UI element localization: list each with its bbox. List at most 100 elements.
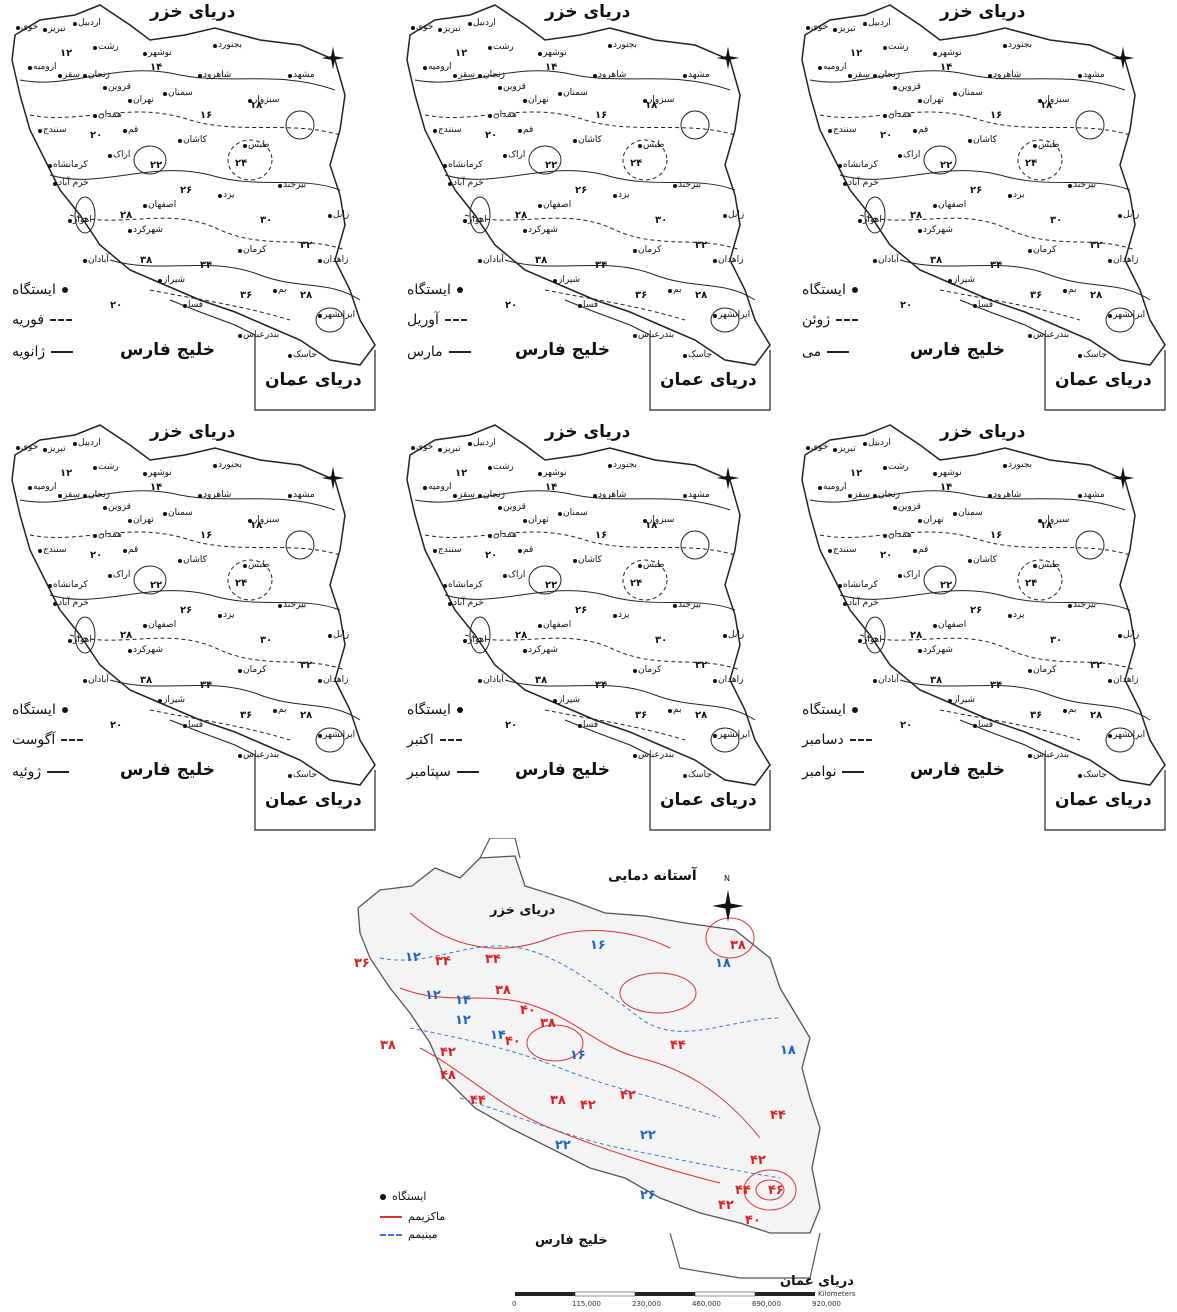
city-label: مشهد <box>1083 490 1105 500</box>
city-label: خرم آباد <box>453 598 484 608</box>
legend-text: اکتبر <box>407 732 434 748</box>
isoline-label: ۱۴ <box>150 62 163 73</box>
isoline-label: ۳۴ <box>595 680 608 691</box>
city-label: بیرجند <box>1073 180 1097 190</box>
oman-label: دریای عمان <box>265 790 362 810</box>
city-label: سمنان <box>563 508 588 518</box>
city-label: بجنورد <box>1008 460 1033 470</box>
isoline-label: ۳۴ <box>200 260 213 271</box>
min-isoline-label: ۱۲ <box>425 988 441 1003</box>
city-label: قم <box>523 545 534 555</box>
isoline-label: ۲۲ <box>940 160 953 171</box>
isoline-label: ۲۰ <box>880 550 893 561</box>
city-label: زابل <box>333 210 350 220</box>
summary-title: آستانه دمایی <box>608 868 697 884</box>
city-label: یزد <box>223 190 235 200</box>
summary-legend-min: مینیمم <box>380 1228 438 1241</box>
solid-line-icon <box>51 351 74 353</box>
isoline-label: ۳۴ <box>200 680 213 691</box>
city-label: کاشان <box>973 135 997 145</box>
city-label: اراک <box>903 570 921 580</box>
caspian-label: دریای خزر <box>940 422 1026 442</box>
city-label: طبس <box>1038 560 1060 570</box>
dashed-line-icon <box>439 739 462 741</box>
isoline-label: ۲۲ <box>150 160 163 171</box>
legend-dashed: اکتبر <box>407 732 462 748</box>
city-label: رشت <box>493 462 514 472</box>
north-arrow-icon <box>716 46 740 70</box>
city-label: قزوین <box>503 82 526 92</box>
city-label: زنجان <box>483 70 506 80</box>
city-label: سبزوار <box>648 515 675 525</box>
isoline-label: ۲۴ <box>630 578 643 589</box>
summary-gulf-label: خلیج فارس <box>535 1233 608 1248</box>
north-arrow-icon <box>712 890 744 922</box>
city-label: بجنورد <box>218 40 243 50</box>
city-label: سقز <box>458 70 476 80</box>
city-label: اراک <box>903 150 921 160</box>
city-label: خرم آباد <box>453 178 484 188</box>
isoline-label: ۲۰ <box>90 130 103 141</box>
city-label: مشهد <box>688 490 710 500</box>
max-isoline-label: ۴۴ <box>670 1038 686 1053</box>
city-label: سقز <box>63 490 81 500</box>
city-label: زابل <box>728 210 745 220</box>
city-label: کرمانشاه <box>448 580 483 590</box>
isoline-label: ۲۸ <box>1090 710 1103 721</box>
isoline-label: ۳۲ <box>300 660 313 671</box>
city-label: بم <box>278 705 287 715</box>
city-label: تهران <box>133 515 154 525</box>
isoline-label: ۱۶ <box>200 530 213 541</box>
isoline-label: ۱۶ <box>990 110 1003 121</box>
isoline-label: ۳۲ <box>695 660 708 671</box>
city-label: شاهرود <box>203 490 232 500</box>
isoline-label: ۱۲ <box>455 48 468 59</box>
isoline-label: ۳۶ <box>1030 290 1043 301</box>
city-label: زنجان <box>878 490 901 500</box>
max-isoline-label: ۳۸ <box>730 938 746 953</box>
legend-text: آوریل <box>407 312 439 328</box>
legend-text: می <box>802 344 822 360</box>
city-label: اصفهان <box>148 620 177 630</box>
isoline-label: ۲۰ <box>900 300 913 311</box>
isoline-label: ۲۸ <box>300 710 313 721</box>
scale-tick-label: 230,000 <box>632 1300 661 1308</box>
legend-station: ایستگاه <box>12 282 68 298</box>
scale-tick-label: 690,000 <box>752 1300 781 1308</box>
min-isoline-label: ۱۸ <box>780 1043 796 1058</box>
city-label: بم <box>673 705 682 715</box>
city-label: شیراز <box>953 695 976 705</box>
city-label: خوی <box>21 442 39 452</box>
city-label: سقز <box>853 490 871 500</box>
legend-text: مارس <box>407 344 443 360</box>
city-label: سمنان <box>168 88 193 98</box>
city-label: تبریز <box>443 444 461 454</box>
isoline-label: ۲۶ <box>575 185 588 196</box>
city-label: تهران <box>133 95 154 105</box>
isoline-label: ۳۶ <box>635 290 648 301</box>
isoline-label: ۳۸ <box>535 255 548 266</box>
city-label: ایرانشهر <box>1113 310 1146 320</box>
summary-map: آستانه دمایی دریای خزر خلیج فارس دریای ع… <box>340 838 860 1308</box>
city-label: اصفهان <box>938 200 967 210</box>
city-label: قم <box>918 125 929 135</box>
city-label: ایرانشهر <box>323 310 356 320</box>
north-arrow-icon <box>716 466 740 490</box>
isoline-label: ۲۶ <box>575 605 588 616</box>
isoline-label: ۲۸ <box>695 710 708 721</box>
map-outline <box>11 4 376 411</box>
isoline-label: ۳۰ <box>1050 215 1063 226</box>
city-label: قزوین <box>108 502 131 512</box>
scale-tick-label: 920,000 <box>812 1300 841 1308</box>
city-label: خوی <box>21 22 39 32</box>
isoline-label: ۱۸ <box>645 520 658 531</box>
isoline-label: ۱۲ <box>60 48 73 59</box>
city-label: شیراز <box>558 695 581 705</box>
caspian-label: دریای خزر <box>545 2 631 22</box>
city-label: خوی <box>416 442 434 452</box>
isoline-label: ۳۸ <box>535 675 548 686</box>
scale-tick-label: 0 <box>512 1300 517 1308</box>
isoline-label: ۳۸ <box>140 255 153 266</box>
